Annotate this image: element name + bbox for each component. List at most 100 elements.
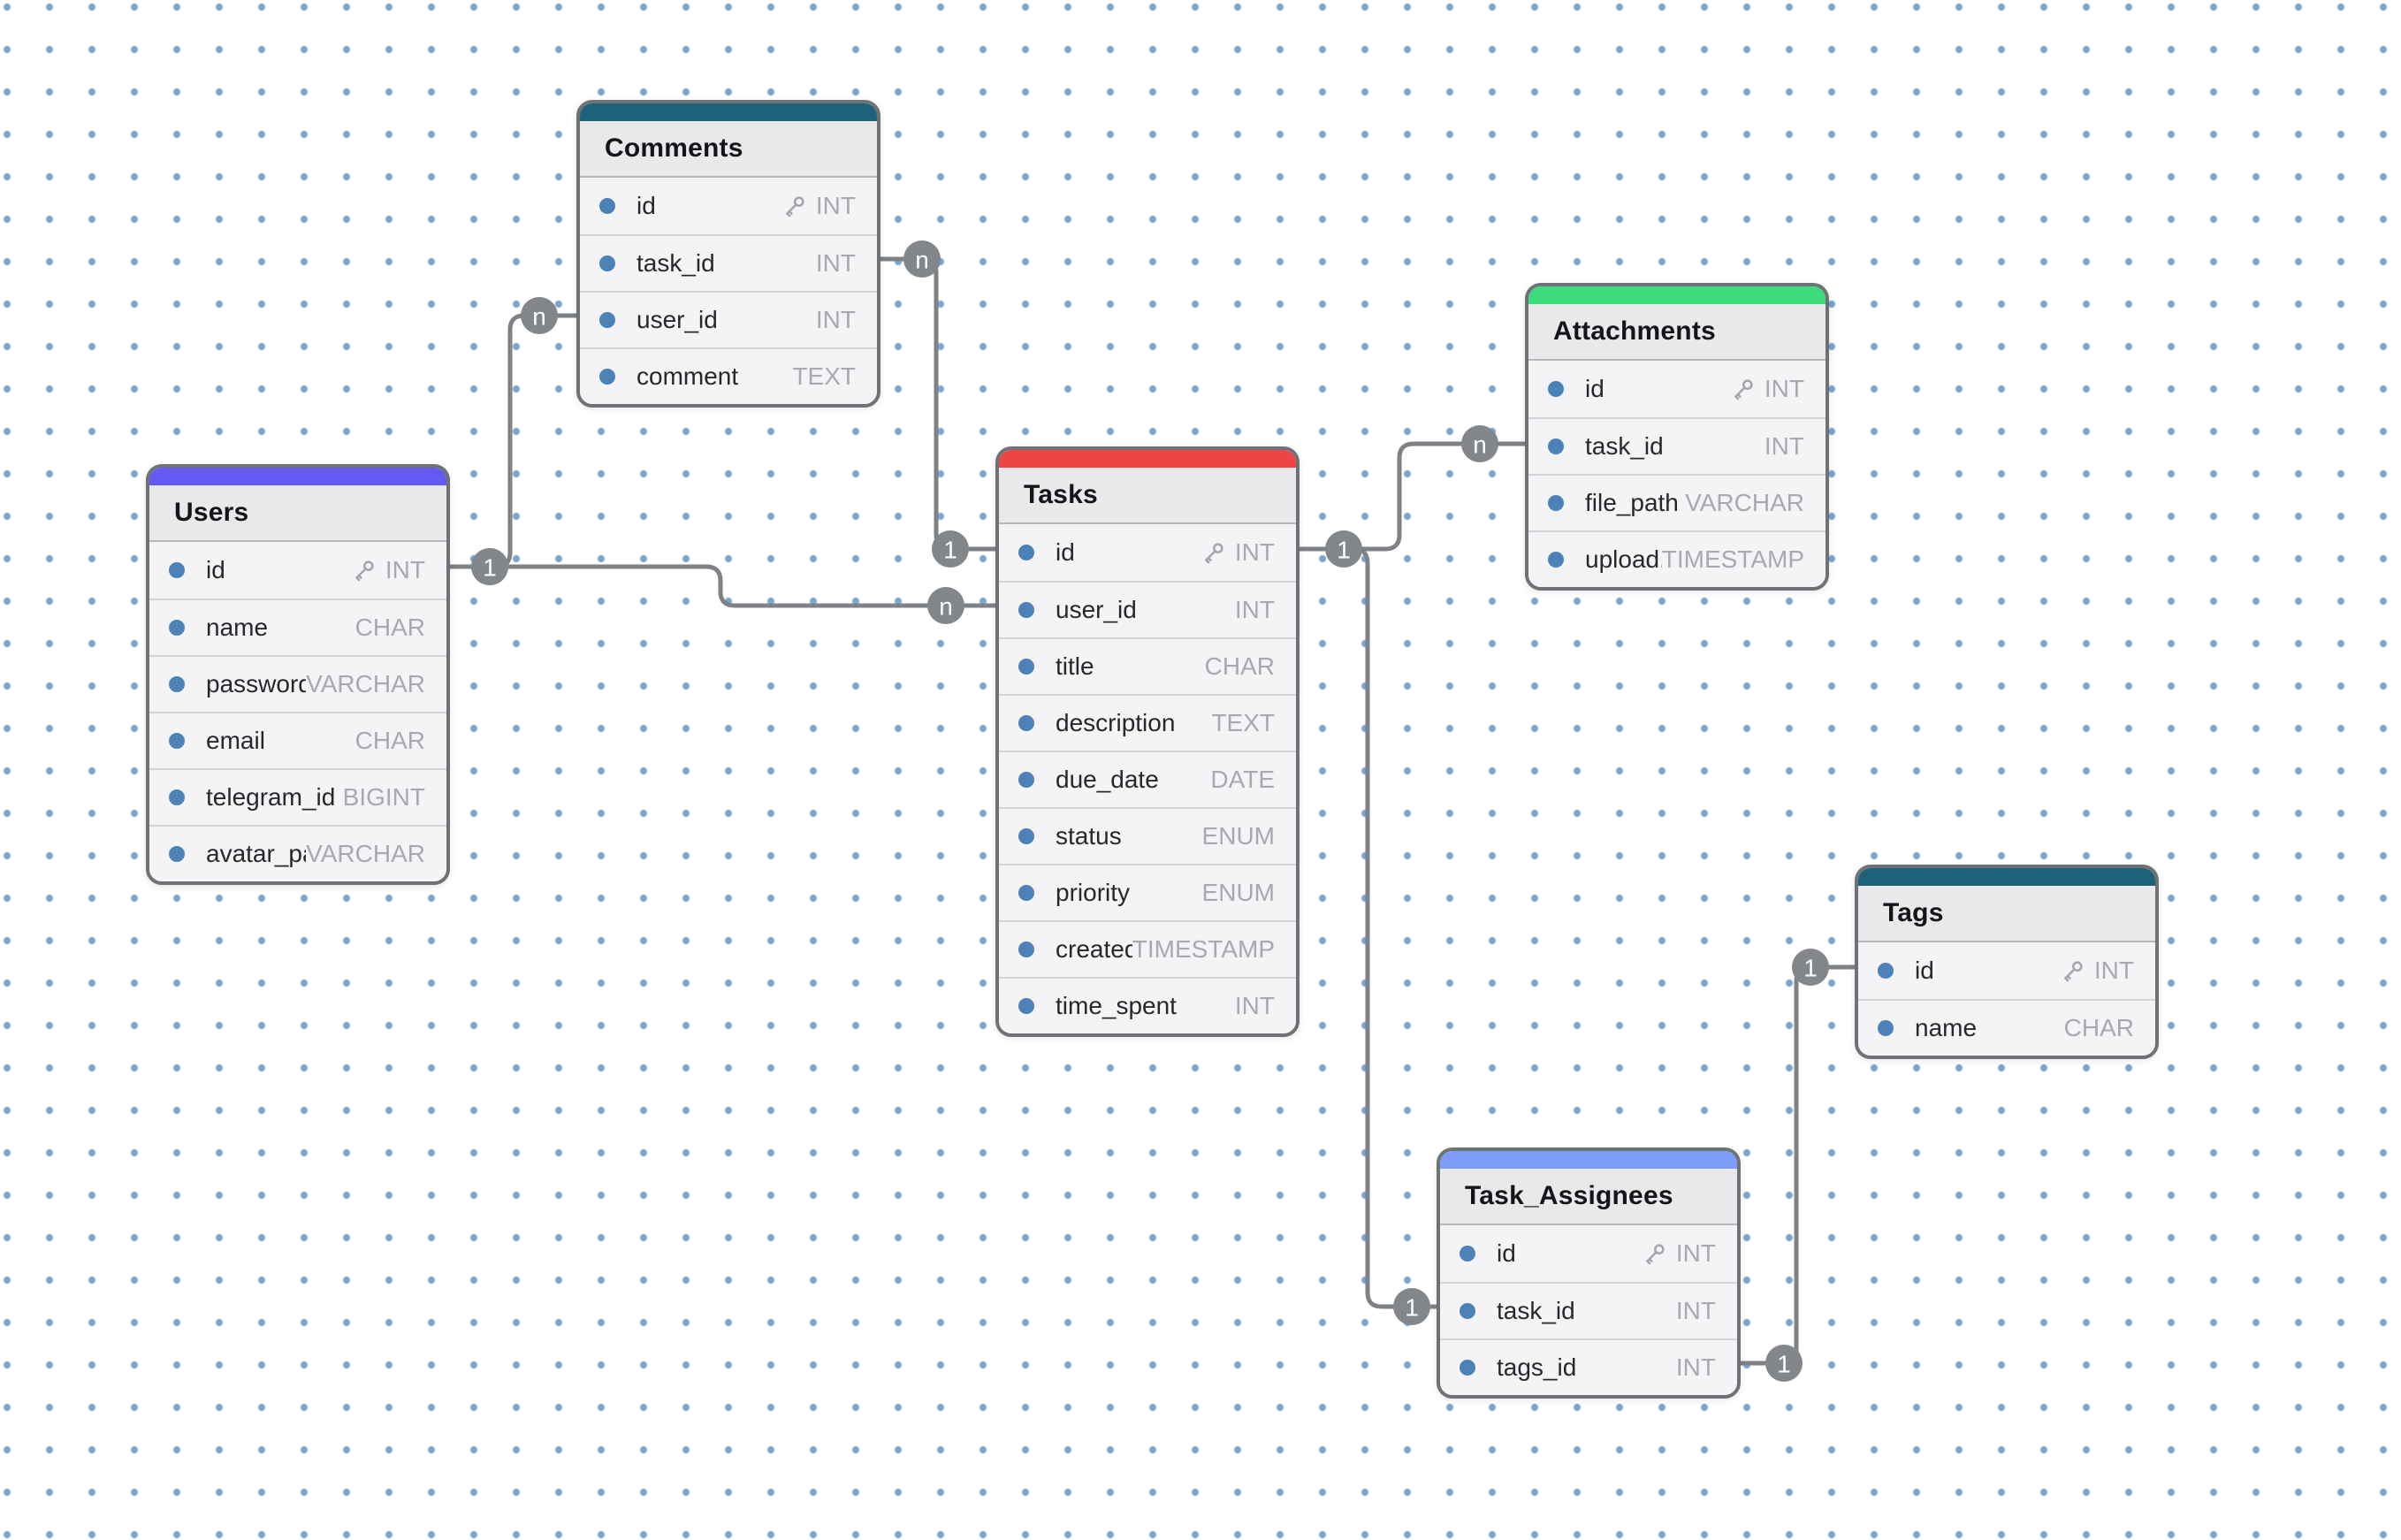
field-name: title — [1056, 652, 1094, 680]
field-name: name — [206, 614, 269, 641]
primary-key-icon — [2064, 961, 2083, 982]
field-type: TEXT — [1211, 709, 1275, 736]
field-dot — [1878, 1020, 1894, 1036]
field-type: ENUM — [1201, 879, 1275, 906]
field-type: TEXT — [792, 362, 856, 390]
field-row-attachments-upload[interactable]: upload... TIMESTAMP — [1528, 530, 1826, 587]
field-type: ENUM — [1201, 822, 1275, 850]
field-dot — [1460, 1360, 1475, 1376]
field-dot — [1460, 1303, 1475, 1319]
field-type: INT — [1234, 992, 1275, 1019]
table-card-task-assignees[interactable]: Task_Assignees id INT task_id INT tags_i… — [1437, 1147, 1741, 1399]
field-type: INT — [1675, 1239, 1716, 1267]
field-type: INT — [1234, 596, 1275, 623]
field-type: TIMESTAMP — [1132, 935, 1275, 963]
field-name: status — [1056, 822, 1122, 850]
field-row-tasks-id[interactable]: id INT — [999, 524, 1296, 581]
field-name: time_spent — [1056, 992, 1177, 1019]
table-fields: id INT task_id INT file_path VARCHAR u — [1528, 361, 1826, 587]
field-row-tasks-user-id[interactable]: user_id INT — [999, 581, 1296, 637]
field-row-users-telegram-id[interactable]: telegram_id BIGINT — [149, 768, 446, 825]
field-name: task_id — [1585, 432, 1664, 460]
relationship-edge-comments_task_id-tasks_id[interactable] — [878, 256, 998, 552]
field-name: telegram_id — [206, 783, 336, 811]
table-fields: id INT name CHAR — [1858, 942, 2155, 1056]
field-name: comment — [636, 362, 739, 390]
field-row-tasks-time-spent[interactable]: time_spent INT — [999, 977, 1296, 1033]
field-name: avatar_pa... — [206, 840, 306, 867]
field-type: DATE — [1210, 766, 1275, 793]
field-dot — [169, 562, 185, 578]
field-row-tasks-title[interactable]: title CHAR — [999, 637, 1296, 694]
relationship-edge-comments_user_id-users_id[interactable] — [447, 313, 579, 569]
field-name: due_date — [1056, 766, 1159, 793]
table-fields: id INT task_id INT tags_id INT — [1440, 1225, 1737, 1395]
primary-key-icon — [786, 196, 804, 217]
table-card-comments[interactable]: Comments id INT task_id INT user_id — [576, 100, 880, 408]
field-type: CHAR — [2063, 1014, 2134, 1041]
field-row-tags-name[interactable]: name CHAR — [1858, 999, 2155, 1056]
field-name: task_id — [636, 249, 715, 277]
field-dot — [1018, 659, 1034, 675]
field-dot — [1878, 963, 1894, 979]
table-fields: id INT name CHAR password VARCHAR emai — [149, 542, 446, 881]
relationship-edge-tags_id-task_assignees_tags_id[interactable] — [1738, 964, 1857, 1366]
relationship-edge-users_id-tasks_user_id[interactable] — [447, 564, 998, 608]
field-type: TIMESTAMP — [1661, 545, 1804, 573]
table-title-row: Tasks — [999, 468, 1296, 524]
field-row-comments-id[interactable]: id INT — [580, 178, 877, 234]
primary-key-icon — [1646, 1244, 1665, 1265]
field-row-comments-comment[interactable]: comment TEXT — [580, 347, 877, 404]
field-row-task-assignees-id[interactable]: id INT — [1440, 1225, 1737, 1282]
relationship-edge-tasks_id-task_assignees_task_id[interactable] — [1297, 546, 1439, 1309]
table-title-row: Tags — [1858, 886, 2155, 942]
field-row-comments-user-id[interactable]: user_id INT — [580, 291, 877, 347]
field-row-users-id[interactable]: id INT — [149, 542, 446, 598]
table-accent-bar — [999, 450, 1296, 468]
relationship-edge-tasks_id-attachments_task_id[interactable] — [1297, 441, 1528, 552]
field-row-tasks-due-date[interactable]: due_date DATE — [999, 751, 1296, 807]
field-type: INT — [815, 249, 856, 277]
field-dot — [1548, 495, 1564, 511]
field-dot — [599, 369, 615, 385]
field-name: task_id — [1497, 1297, 1575, 1324]
field-name: id — [1056, 538, 1075, 566]
primary-key-icon — [1734, 379, 1753, 400]
field-name: name — [1915, 1014, 1978, 1041]
primary-key-icon — [1205, 543, 1223, 564]
field-row-task-assignees-task-id[interactable]: task_id INT — [1440, 1282, 1737, 1338]
field-row-attachments-id[interactable]: id INT — [1528, 361, 1826, 417]
field-row-attachments-file-path[interactable]: file_path VARCHAR — [1528, 474, 1826, 530]
field-row-users-name[interactable]: name CHAR — [149, 598, 446, 655]
field-name: upload... — [1585, 545, 1662, 573]
field-row-tags-id[interactable]: id INT — [1858, 942, 2155, 999]
table-card-users[interactable]: Users id INT name CHAR password — [146, 464, 450, 885]
field-row-tasks-description[interactable]: description TEXT — [999, 694, 1296, 751]
field-row-users-email[interactable]: email CHAR — [149, 712, 446, 768]
field-type: CHAR — [1204, 652, 1275, 680]
field-name: user_id — [1056, 596, 1137, 623]
field-row-comments-task-id[interactable]: task_id INT — [580, 234, 877, 291]
table-card-tasks[interactable]: Tasks id INT user_id INT title — [995, 446, 1300, 1037]
table-card-attachments[interactable]: Attachments id INT task_id INT file_path — [1525, 283, 1829, 591]
field-row-users-avatar-pa[interactable]: avatar_pa... VARCHAR — [149, 825, 446, 881]
field-dot — [1548, 438, 1564, 454]
field-type: CHAR — [354, 614, 425, 641]
field-row-task-assignees-tags-id[interactable]: tags_id INT — [1440, 1338, 1737, 1395]
table-accent-bar — [1440, 1151, 1737, 1169]
table-title: Users — [174, 498, 249, 527]
field-row-users-password[interactable]: password VARCHAR — [149, 655, 446, 712]
table-title: Tasks — [1024, 480, 1098, 509]
field-name: email — [206, 727, 265, 754]
field-row-tasks-created[interactable]: created... TIMESTAMP — [999, 920, 1296, 977]
field-dot — [1018, 772, 1034, 788]
field-name: created... — [1056, 935, 1132, 963]
field-type: VARCHAR — [1685, 489, 1804, 516]
field-type: INT — [385, 556, 425, 583]
field-row-tasks-priority[interactable]: priority ENUM — [999, 864, 1296, 920]
table-card-tags[interactable]: Tags id INT name CHAR — [1855, 865, 2159, 1059]
field-row-tasks-status[interactable]: status ENUM — [999, 807, 1296, 864]
field-type: INT — [2093, 957, 2134, 984]
field-row-attachments-task-id[interactable]: task_id INT — [1528, 417, 1826, 474]
